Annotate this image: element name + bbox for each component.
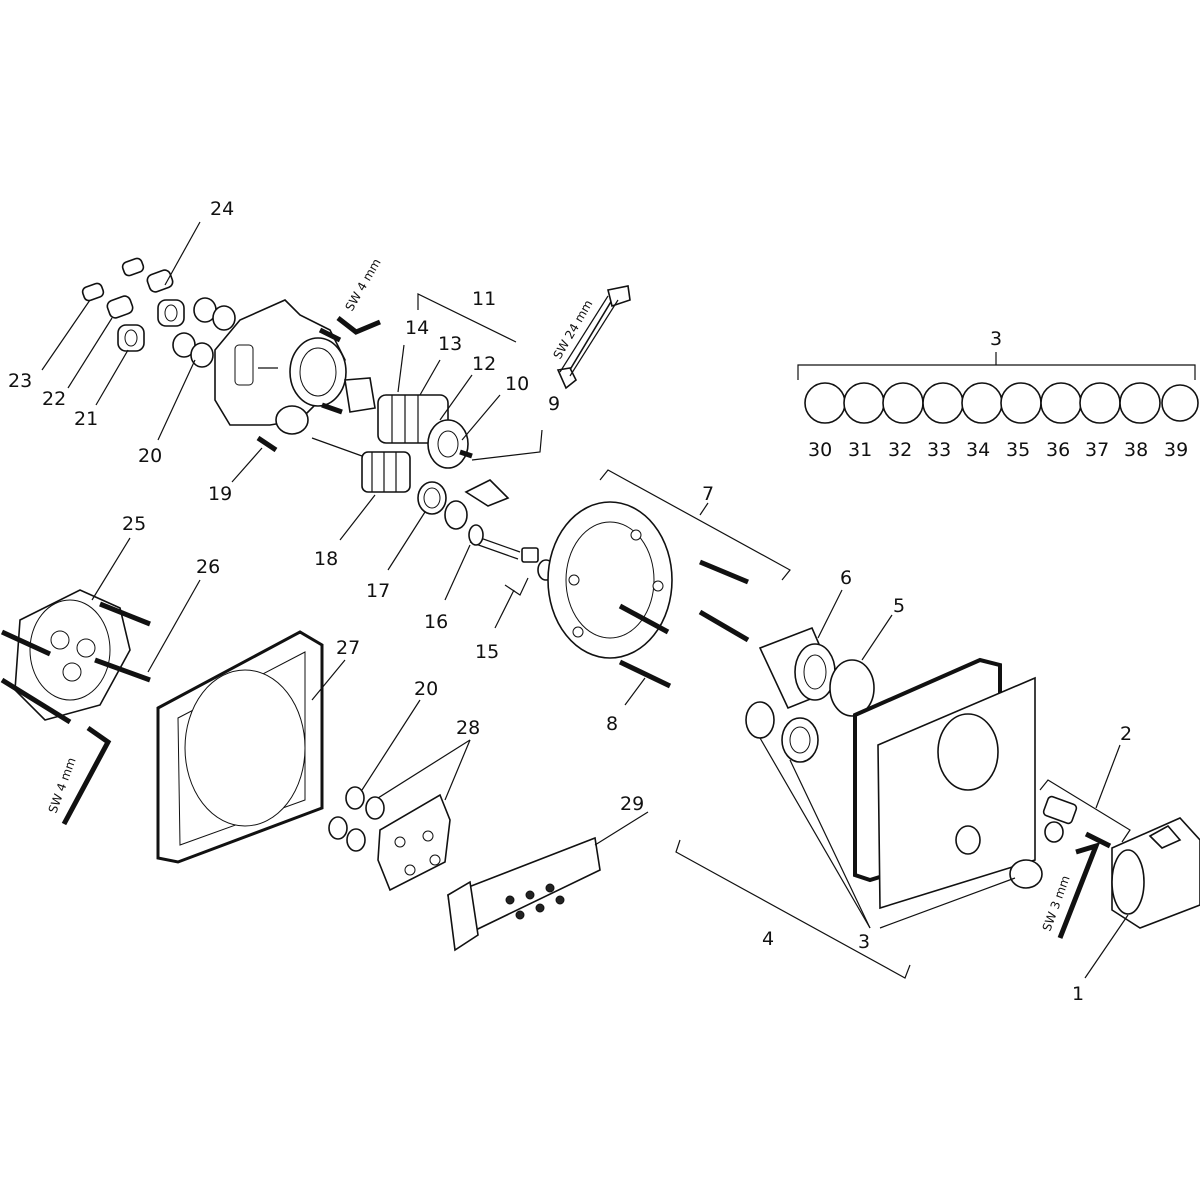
callout-7: 7: [702, 483, 714, 505]
callout-37: 37: [1085, 439, 1109, 461]
screws-19: [256, 327, 343, 453]
callout-30: 30: [808, 439, 832, 461]
callout-5: 5: [893, 595, 905, 617]
callout-8: 8: [606, 713, 618, 735]
callout-38: 38: [1124, 439, 1148, 461]
callout-32: 32: [888, 439, 912, 461]
callout-27: 27: [336, 637, 360, 659]
callout-26: 26: [196, 556, 220, 578]
allen-key-right: SW 3 mm: [1040, 842, 1101, 939]
screws-7-8: [618, 559, 750, 689]
mounting-ring: [547, 501, 673, 659]
cartridge: [311, 377, 473, 493]
callout-33: 33: [927, 439, 951, 461]
callout-11: 11: [472, 288, 496, 310]
button-row: [804, 382, 1199, 424]
plaster-guard-25: [14, 589, 131, 721]
callout-19: 19: [208, 483, 232, 505]
template-29: [447, 836, 601, 952]
fitting-group-21-24: [81, 257, 185, 352]
nut-3: [781, 717, 819, 763]
frame-27: [156, 630, 324, 864]
callout-18: 18: [314, 548, 338, 570]
screws-26: [0, 601, 151, 725]
callout-20-lower: 20: [414, 678, 438, 700]
callout-22: 22: [42, 388, 66, 410]
o-rings-20: [172, 297, 236, 368]
handle-1: [1111, 817, 1200, 929]
callout-20-top: 20: [138, 445, 162, 467]
trim-plate-4: [853, 657, 1036, 910]
valve-body: [214, 299, 347, 435]
callout-28: 28: [456, 717, 480, 739]
callout-3-bottom: 3: [858, 931, 870, 953]
callout-labels: 1 2 3 3 4 5 6 7 8 9 10 11 12 13 14 15 16…: [8, 198, 1188, 1005]
seal-3: [745, 701, 775, 739]
callout-4: 4: [762, 928, 774, 950]
callout-14: 14: [405, 317, 429, 339]
callout-36: 36: [1046, 439, 1070, 461]
callout-21: 21: [74, 408, 98, 430]
svg-text:SW 4 mm: SW 4 mm: [342, 256, 383, 313]
knob-3: [1009, 859, 1043, 889]
wrench-sw24: SW 24 mm: [550, 285, 631, 390]
o-rings-20-lower: [328, 786, 385, 852]
sleeve-6: [758, 626, 840, 710]
callout-16: 16: [424, 611, 448, 633]
callout-24: 24: [210, 198, 234, 220]
plate-28: [377, 793, 451, 892]
callout-25: 25: [122, 513, 146, 535]
callout-1: 1: [1072, 983, 1084, 1005]
callout-12: 12: [472, 353, 496, 375]
parts-15-17: [417, 479, 555, 581]
allen-key-left: SW 4 mm: [46, 725, 112, 826]
leader-lines: [41, 221, 1196, 979]
callout-13: 13: [438, 333, 462, 355]
callout-39: 39: [1164, 439, 1188, 461]
adapter-2: [1042, 795, 1112, 849]
allen-key-top: SW 4 mm: [336, 256, 384, 335]
callout-23: 23: [8, 370, 32, 392]
callout-9: 9: [548, 393, 560, 415]
callout-31: 31: [848, 439, 872, 461]
ring-5: [829, 659, 875, 717]
callout-29: 29: [620, 793, 644, 815]
callout-6: 6: [840, 567, 852, 589]
callout-17: 17: [366, 580, 390, 602]
callout-10: 10: [505, 373, 529, 395]
callout-34: 34: [966, 439, 990, 461]
callout-3-top: 3: [990, 328, 1002, 350]
callout-15: 15: [475, 641, 499, 663]
callout-2: 2: [1120, 723, 1132, 745]
callout-35: 35: [1006, 439, 1030, 461]
